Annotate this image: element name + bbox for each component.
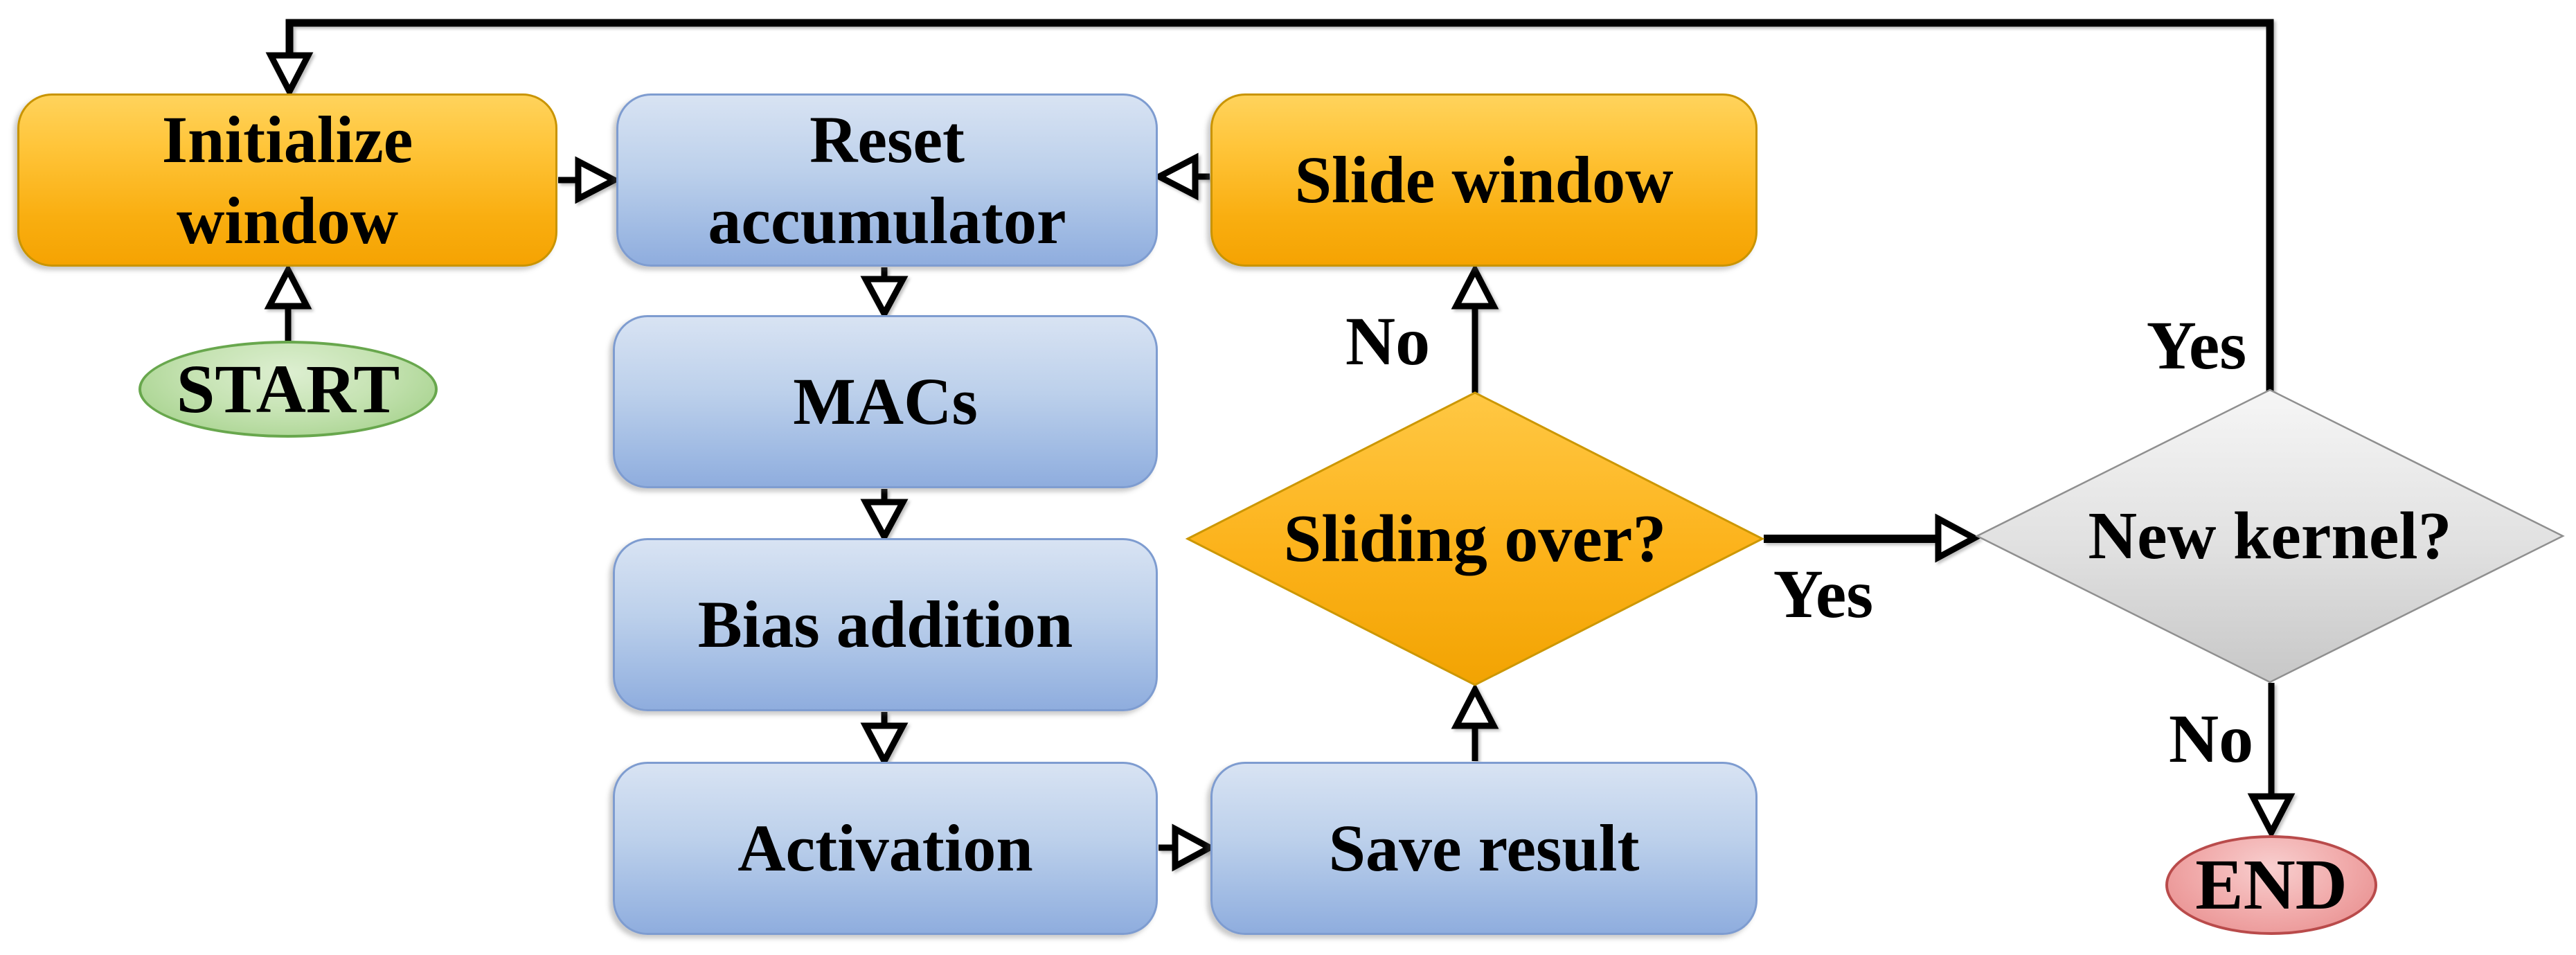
arrowhead-macs-bias [860,499,909,544]
arrowhead-start-initialize [264,263,312,310]
decision-sliding-over-label: Sliding over? [1283,501,1667,576]
node-initialize-window: Initialize window [17,93,557,267]
node-save-result: Save result [1210,762,1757,935]
node-macs: MACs [613,315,1158,488]
node-end-label: END [2195,844,2347,925]
node-activation: Activation [613,762,1158,935]
decision-new-kernel-label: New kernel? [2088,499,2452,573]
node-end: END [2165,835,2377,935]
decision-sliding-over [1185,391,1765,686]
node-reset-accumulator: Reset accumulator [616,93,1158,267]
arrowhead-into-initialize [265,52,314,98]
node-bias-addition-label: Bias addition [697,587,1073,662]
edge-label-new-kernel-yes: Yes [2146,306,2247,384]
edge-label-new-kernel-no: No [2168,699,2254,777]
node-bias-addition: Bias addition [613,538,1158,711]
edge-label-sliding-over-no: No [1345,302,1431,380]
decision-new-kernel [1975,389,2565,684]
arrowhead-initialize-reset [575,156,621,204]
edge-label-sliding-over-yes: Yes [1773,555,1874,632]
node-start-label: START [176,350,400,427]
arrowhead-slidingover-newkernel [1935,513,1981,563]
node-slide-window: Slide window [1210,93,1757,267]
node-reset-accumulator-label: Reset accumulator [708,102,1066,258]
node-macs-label: MACs [793,364,978,439]
node-initialize-window-label: Initialize window [161,102,413,258]
node-activation-label: Activation [737,811,1033,886]
node-save-result-label: Save result [1328,811,1640,886]
arrowhead-bias-activation [860,722,909,768]
arrowhead-slidewindow-reset [1152,152,1199,201]
arrowhead-activation-save [1172,823,1217,872]
arrowhead-slidingover-slidewindow [1451,263,1499,310]
arrowhead-reset-macs [860,276,909,321]
edge-newkernel-yes-feedback [285,19,2274,393]
arrowhead-save-slidingover [1451,683,1499,729]
arrowhead-newkernel-end [2247,793,2296,839]
node-start: START [138,341,438,438]
node-slide-window-label: Slide window [1294,143,1674,217]
